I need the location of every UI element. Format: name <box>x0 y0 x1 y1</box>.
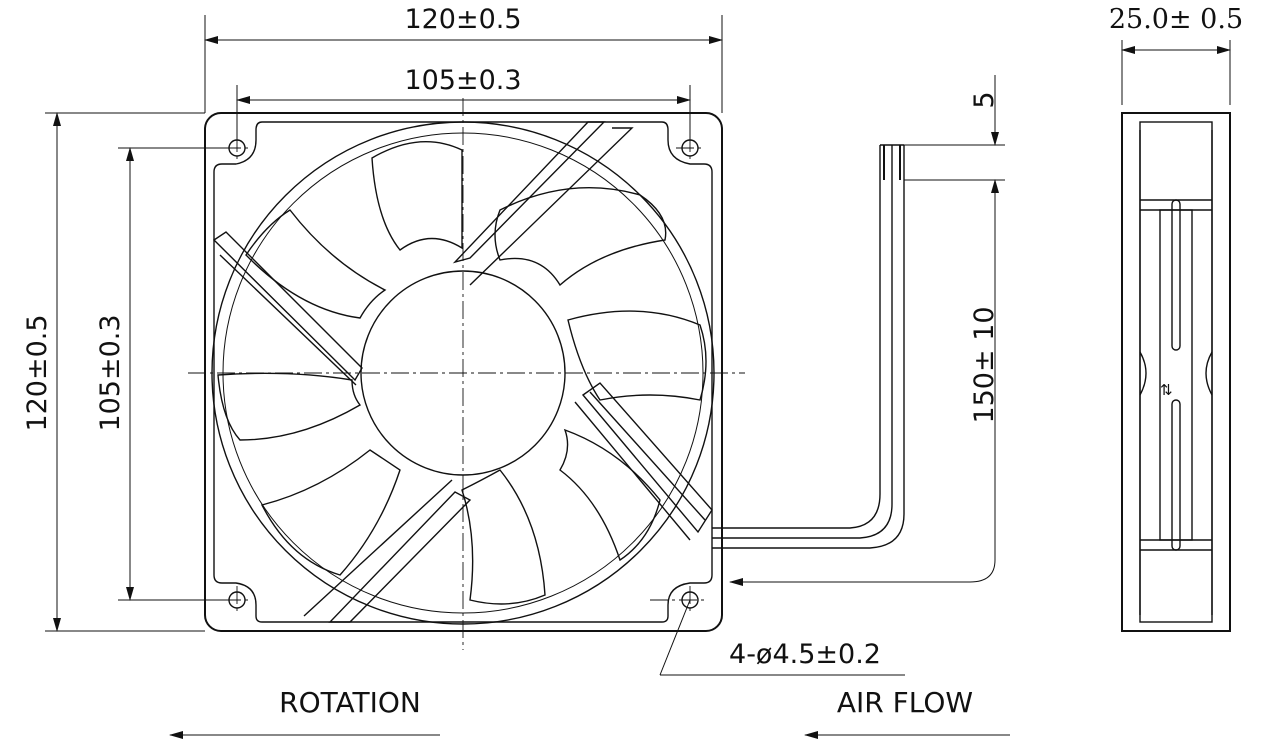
fan-lead-wires <box>712 144 905 549</box>
fan-side-view: ⇅ <box>1121 112 1231 632</box>
fan-struts <box>212 121 713 623</box>
dimension-lines <box>45 15 1231 676</box>
dim-overall-height: 120±0.5 <box>22 314 53 431</box>
label-rotation: ROTATION <box>279 686 421 719</box>
center-lines <box>188 98 745 650</box>
fan-frame-inner-contour <box>213 121 713 623</box>
fan-frame-outline <box>204 112 723 632</box>
dim-thickness: 25.0± 0.5 <box>1109 4 1243 35</box>
fan-front-view <box>188 98 905 650</box>
dim-hole-pitch-height: 105±0.3 <box>95 314 126 431</box>
dim-lead-length: 150± 10 <box>969 306 1000 423</box>
dim-wire-strip: 5 <box>969 91 1000 108</box>
fan-blades <box>217 140 707 605</box>
side-view-flow-arrow-icon: ⇅ <box>1160 381 1173 399</box>
dim-overall-width: 120±0.5 <box>404 4 521 35</box>
label-air-flow: AIR FLOW <box>837 686 973 719</box>
dim-mounting-holes: 4-ø4.5±0.2 <box>729 639 881 670</box>
dim-hole-pitch-width: 105±0.3 <box>404 65 521 96</box>
